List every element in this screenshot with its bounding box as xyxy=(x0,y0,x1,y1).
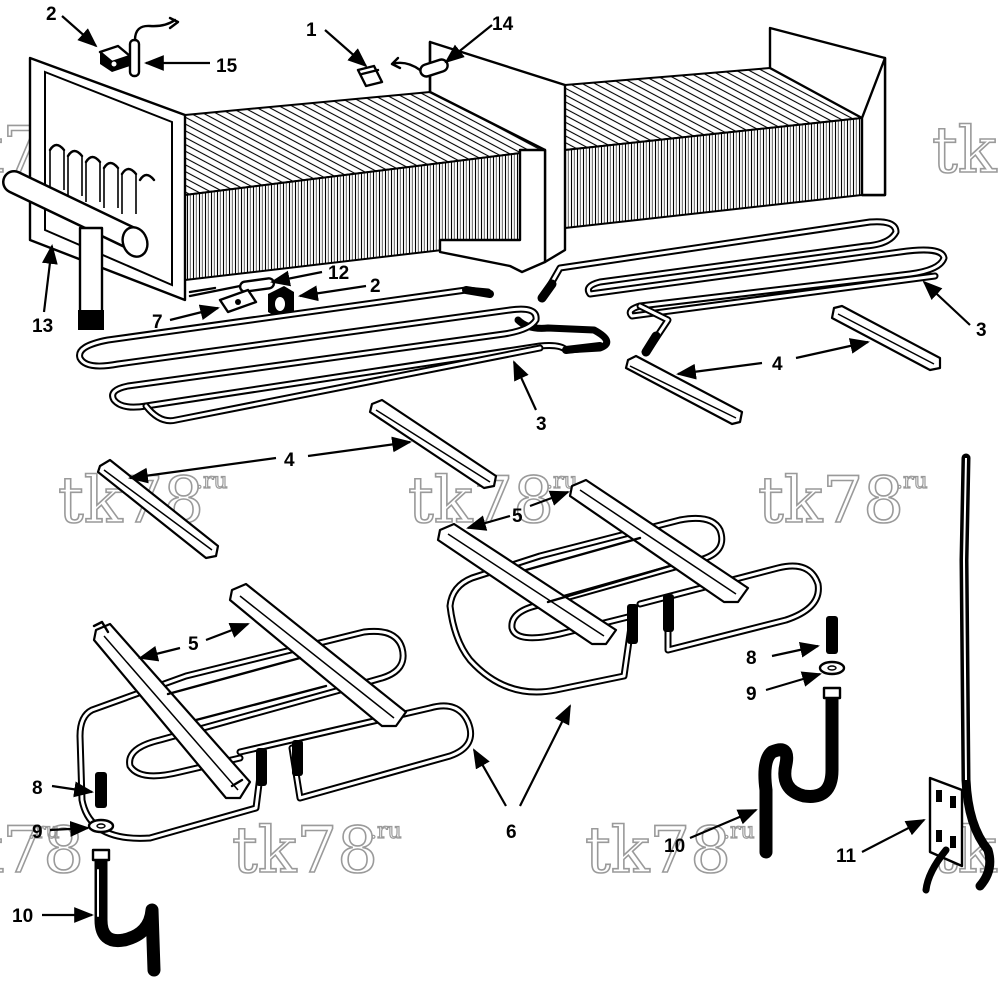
sensor-probe xyxy=(188,277,276,298)
support-rail xyxy=(228,582,408,728)
watermark-text: tk78 xyxy=(232,814,378,888)
callout-10: 10 xyxy=(664,836,685,857)
watermark-suffix: .ru xyxy=(196,469,228,494)
watermark: tk78.ru xyxy=(231,813,402,889)
callout-labels: 2 15 1 14 12 2 7 13 3 3 4 4 5 5 6 8 9 10… xyxy=(12,4,987,927)
drain-heater-assembly-center xyxy=(436,478,822,696)
support-rail xyxy=(92,620,252,800)
watermark: tk78 xyxy=(931,113,1000,189)
callout-3: 3 xyxy=(976,320,987,341)
callout-10: 10 xyxy=(12,906,33,927)
heater-sleeve xyxy=(826,616,838,654)
retainer-strips xyxy=(96,304,942,560)
watermark: tk78.ru xyxy=(584,813,755,889)
callout-8: 8 xyxy=(746,648,757,669)
callout-6: 6 xyxy=(506,822,517,843)
heater-coils xyxy=(76,218,948,425)
support-rail xyxy=(568,478,750,604)
callout-9: 9 xyxy=(32,822,43,843)
watermark-suffix: .ru xyxy=(370,819,402,844)
mounting-clip xyxy=(356,64,384,88)
callout-3: 3 xyxy=(536,414,547,435)
watermark-text: tk78 xyxy=(585,814,731,888)
callout-2: 2 xyxy=(370,276,381,297)
drain-hose xyxy=(94,849,161,977)
sensor-bulb xyxy=(128,16,180,78)
callout-7: 7 xyxy=(152,312,163,333)
retainer-strip xyxy=(368,398,498,490)
callout-4: 4 xyxy=(284,450,295,471)
callout-11: 11 xyxy=(836,846,857,867)
evaporator-coil xyxy=(2,26,887,330)
heater-coil-left xyxy=(76,286,611,425)
leader-lines xyxy=(41,15,971,923)
watermark-suffix: .ru xyxy=(896,469,928,494)
callout-1: 1 xyxy=(306,20,317,41)
callout-2: 2 xyxy=(46,4,57,25)
callout-14: 14 xyxy=(492,14,514,35)
heater-coil-right xyxy=(537,218,948,357)
drain-hose xyxy=(758,687,839,859)
support-rail xyxy=(436,522,618,646)
drain-fittings xyxy=(87,453,995,977)
callout-12: 12 xyxy=(328,263,349,284)
heater-cable xyxy=(959,453,995,891)
retainer-strip xyxy=(96,458,220,560)
watermark-suffix: .ru xyxy=(28,819,60,844)
bracket-clip xyxy=(218,288,258,314)
retainer-strip xyxy=(830,304,942,372)
drain-heater-assembly-left xyxy=(76,582,475,842)
hardware-top xyxy=(98,16,449,318)
callout-5: 5 xyxy=(188,634,199,655)
callout-13: 13 xyxy=(32,316,53,337)
watermark-text: tk78 xyxy=(932,114,1000,188)
clamp-clip xyxy=(98,44,132,72)
retainer-strip xyxy=(624,354,744,426)
watermark-text: tk78 xyxy=(758,464,904,538)
callout-8: 8 xyxy=(32,778,43,799)
cable-bracket xyxy=(922,776,964,894)
callout-9: 9 xyxy=(746,684,757,705)
heater-sleeve xyxy=(95,772,107,808)
callout-5: 5 xyxy=(512,506,523,527)
callout-4: 4 xyxy=(772,354,783,375)
watermark: tk78.ru xyxy=(757,463,928,539)
callout-15: 15 xyxy=(216,56,238,77)
clamp-block xyxy=(268,286,294,318)
temperature-sensor xyxy=(390,56,449,78)
